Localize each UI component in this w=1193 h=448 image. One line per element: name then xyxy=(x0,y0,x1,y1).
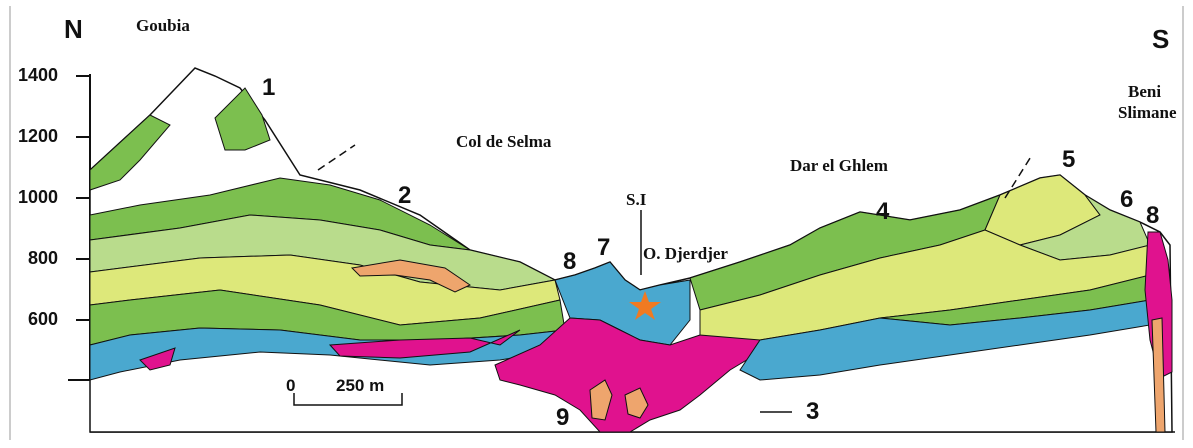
elevation-tick-label: 800 xyxy=(28,248,58,269)
unit-number-3: 3 xyxy=(806,398,819,426)
unit-number-9: 9 xyxy=(556,404,569,432)
unit-number-8-left: 8 xyxy=(563,248,576,276)
unit-number-2: 2 xyxy=(398,182,411,210)
locality-goubia: Goubia xyxy=(136,16,190,36)
unit-number-5: 5 xyxy=(1062,146,1075,174)
locality-oued-djerdjer: O. Djerdjer xyxy=(643,244,728,264)
scale-bar-start: 0 xyxy=(286,376,295,396)
locality-col-de-selma: Col de Selma xyxy=(456,132,551,152)
locality-dar-el-ghlem: Dar el Ghlem xyxy=(790,156,888,176)
locality-beni: Beni xyxy=(1128,82,1161,102)
unit-number-1: 1 xyxy=(262,74,275,102)
unit-number-6: 6 xyxy=(1120,186,1133,214)
south-label: S xyxy=(1152,24,1169,55)
unit-number-7: 7 xyxy=(597,234,610,262)
elevation-tick-label: 1400 xyxy=(18,65,58,86)
elevation-tick-label: 1000 xyxy=(18,187,58,208)
unit-number-4: 4 xyxy=(876,198,889,226)
section-label: S.I xyxy=(626,190,646,210)
unit-number-8-right: 8 xyxy=(1146,202,1159,230)
locality-slimane: Slimane xyxy=(1118,103,1177,123)
north-label: N xyxy=(64,14,83,45)
elevation-tick-label: 1200 xyxy=(18,126,58,147)
scale-bar-end: 250 m xyxy=(336,376,384,396)
fault-line xyxy=(318,145,355,170)
elevation-tick-label: 600 xyxy=(28,309,58,330)
elevation-axis xyxy=(68,74,90,380)
